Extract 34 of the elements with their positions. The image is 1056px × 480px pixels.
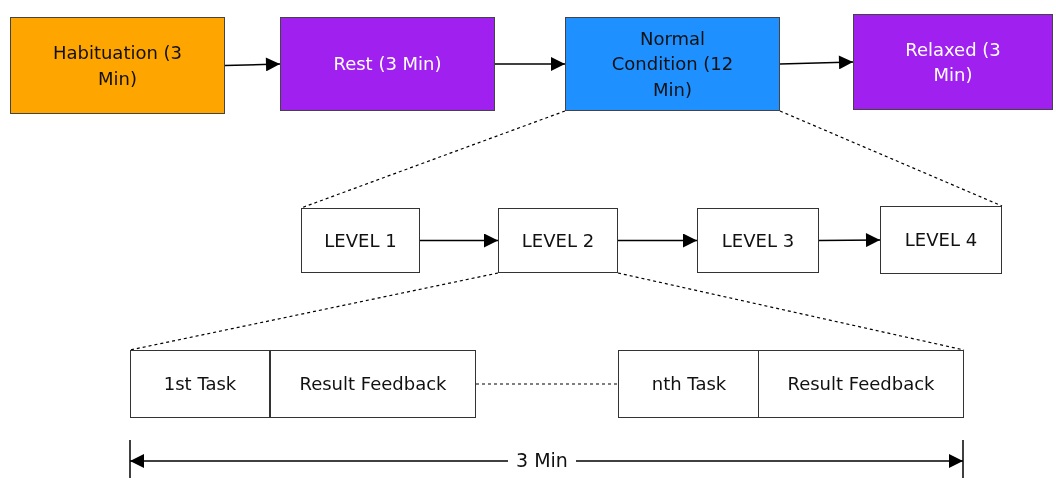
node-label: LEVEL 3 — [721, 228, 795, 253]
arrow — [494, 57, 566, 71]
node-label: Relaxed (3 Min) — [904, 37, 1002, 87]
dotted-connector — [779, 110, 1003, 207]
task-box — [270, 350, 476, 418]
node-label: LEVEL 1 — [324, 228, 397, 253]
dotted-connector — [300, 110, 566, 209]
arrow — [224, 57, 281, 72]
node-label: 1st Task — [163, 372, 237, 397]
node-label: Rest (3 Min) — [332, 52, 443, 77]
node-label: LEVEL 4 — [904, 228, 978, 253]
node-label: LEVEL 2 — [521, 228, 595, 253]
phase-box — [280, 17, 495, 111]
phase-box — [853, 14, 1053, 110]
node-label: Normal Condition (12 Min) — [610, 27, 735, 102]
node-label: Result Feedback — [299, 372, 447, 397]
node-label: nth Task — [651, 372, 727, 397]
level-box — [697, 208, 819, 273]
node-label: Result Feedback — [787, 372, 935, 397]
arrow — [617, 233, 698, 248]
arrow — [419, 233, 499, 248]
node-label: Habituation (3 Min) — [52, 41, 183, 91]
level-box — [498, 208, 618, 273]
phase-box — [10, 17, 225, 114]
phase-box — [565, 17, 780, 111]
level-box — [301, 208, 420, 273]
task-box — [758, 350, 964, 418]
arrow — [818, 233, 881, 248]
dotted-connector — [475, 383, 619, 385]
task-box — [618, 350, 760, 418]
dotted-connector — [129, 272, 499, 351]
arrow — [779, 55, 854, 70]
level-box — [880, 206, 1002, 274]
task-box — [130, 350, 270, 418]
